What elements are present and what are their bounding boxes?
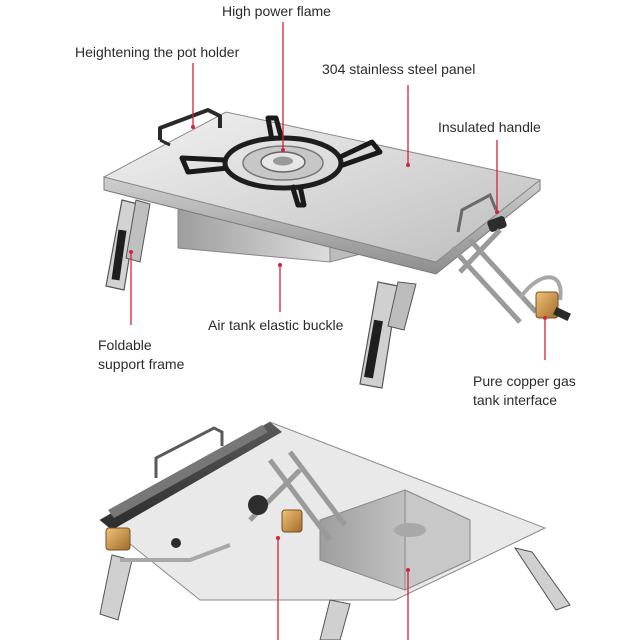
label-pot-holder: Heightening the pot holder <box>75 44 240 60</box>
pot-support-arms <box>179 115 383 208</box>
underside-panel <box>99 421 547 601</box>
label-air-tank-buckle: Air tank elastic buckle <box>208 317 344 333</box>
brass-fittings <box>105 495 303 551</box>
label-copper-gas: Pure copper gas tank interface <box>473 372 576 410</box>
front-leg-frame <box>359 281 417 389</box>
bottom-handle <box>154 426 224 478</box>
steel-panel <box>102 111 542 263</box>
left-leg-frame <box>105 199 151 291</box>
label-foldable-frame-line2: support frame <box>98 356 185 372</box>
label-insulated-handle: Insulated handle <box>438 119 541 135</box>
pot-holder-handle <box>158 108 222 140</box>
bottom-stove <box>99 421 571 640</box>
label-steel-panel: 304 stainless steel panel <box>322 61 476 77</box>
label-foldable-frame: Foldable support frame <box>98 336 184 374</box>
label-copper-gas-line1: Pure copper gas <box>473 373 576 389</box>
callout-lines <box>130 22 546 640</box>
insulated-handle <box>456 192 498 233</box>
label-copper-gas-line2: tank interface <box>473 392 558 408</box>
label-high-power-flame: High power flame <box>222 3 331 19</box>
right-folding-frame <box>450 228 538 324</box>
label-foldable-frame-line1: Foldable <box>98 337 152 353</box>
gas-interface <box>518 275 571 322</box>
